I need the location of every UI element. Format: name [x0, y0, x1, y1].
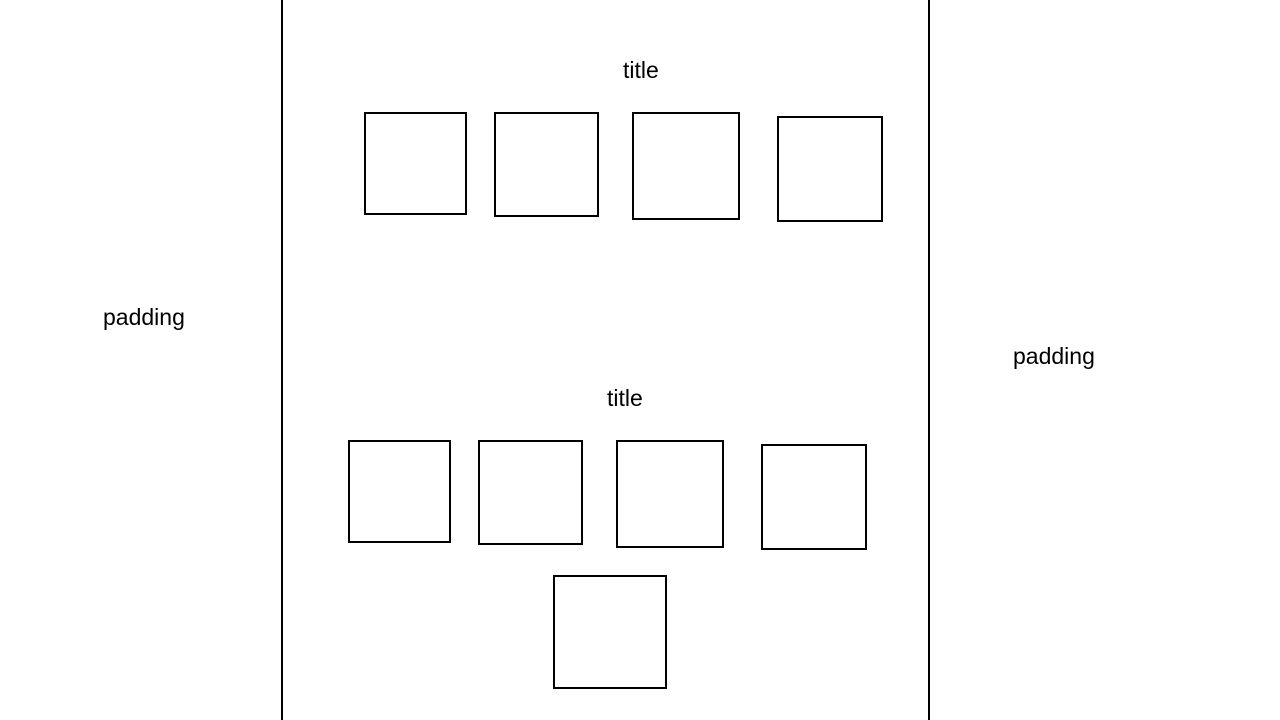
section-1-box-2 — [494, 112, 599, 217]
section-2-box-1 — [348, 440, 451, 543]
section-1-box-4 — [777, 116, 883, 222]
section-1-box-1 — [364, 112, 467, 215]
section-1-box-3 — [632, 112, 740, 220]
section-2-title: title — [607, 385, 643, 411]
section-1-title: title — [623, 57, 659, 83]
right-padding-label: padding — [1013, 343, 1095, 369]
section-2-box-3 — [616, 440, 724, 548]
left-divider-line — [281, 0, 283, 720]
section-2-box-5 — [553, 575, 667, 689]
section-2-box-2 — [478, 440, 583, 545]
right-divider-line — [928, 0, 930, 720]
section-2-box-4 — [761, 444, 867, 550]
left-padding-label: padding — [103, 304, 185, 330]
